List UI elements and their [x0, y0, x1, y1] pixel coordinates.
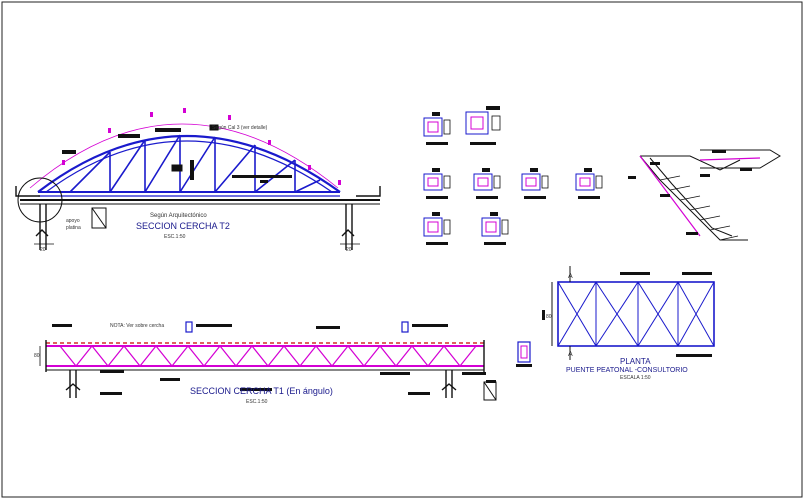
bridge-section-mark-bottom: A [568, 351, 573, 358]
bridge-section-mark-top: A [568, 273, 573, 280]
arch-top-chord [37, 135, 341, 193]
bridge-dim-side: 80 [546, 314, 552, 320]
detail-r2c4 [575, 168, 603, 199]
bridge-plan-outline [557, 281, 715, 347]
arch-title: SECCION CERCHA T2 [136, 221, 230, 231]
arch-dimension-arc [29, 123, 339, 189]
detail-r3c2 [481, 212, 509, 245]
detail-r2c3 [521, 168, 549, 199]
arch-truss-section: Según Cal 3 (ver detalle) 20 20 apoyo pl… [15, 108, 381, 253]
arch-dim-right: 20 [346, 247, 352, 253]
connection-details [423, 106, 603, 245]
detail-r2c2 [473, 168, 501, 199]
staircase-isometric [628, 149, 781, 241]
column-detail [516, 341, 532, 367]
arch-web-members [69, 134, 321, 193]
arch-top-note: Según Cal 3 (ver detalle) [212, 125, 268, 131]
arch-scale: ESC.1:50 [164, 234, 186, 240]
arch-detail-circle [17, 177, 63, 223]
flat-web-members [59, 345, 477, 367]
bridge-scale: ESCALA 1:50 [620, 375, 651, 381]
flat-title: SECCION CERCHA T1 (En ángulo) [190, 386, 333, 396]
bridge-plan: A A 80 PLANTA PUENTE PEATONAL -CONSULTOR… [542, 266, 715, 381]
flat-scale: ESC.1:50 [246, 399, 268, 405]
detail-r1c2 [465, 106, 501, 145]
flat-truss-section: 80 NOTA: Ver sobre cercha SECCION CERCHA… [34, 321, 497, 405]
flat-note: NOTA: Ver sobre cercha [110, 323, 164, 329]
arch-dim-left: 20 [40, 247, 46, 253]
arch-left-support [15, 186, 49, 250]
arch-subtitle: Según Arquitectónico [150, 213, 207, 219]
detail-r2c1 [423, 168, 451, 199]
bridge-subtitle: PUENTE PEATONAL -CONSULTORIO [566, 367, 688, 374]
arch-note-apoyo: apoyo [66, 218, 80, 224]
bridge-title: PLANTA [620, 357, 651, 366]
detail-r3c1 [423, 212, 451, 245]
arch-right-support [341, 186, 381, 250]
detail-r1c1 [423, 112, 451, 145]
flat-dim-left: 80 [34, 353, 40, 359]
arch-note-platina: platina [66, 225, 81, 231]
